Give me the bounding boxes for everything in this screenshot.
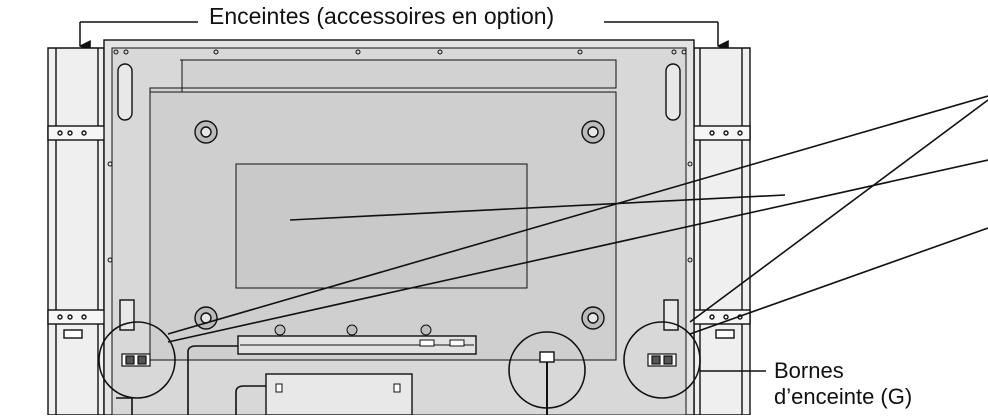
zoom-rays [167,95,988,343]
speaker-terminal-right [647,353,677,367]
speakers-optional-label: Enceintes (accessoires en option) [203,3,561,29]
speaker-terminal-left [121,353,151,367]
speaker-terminals-label-line2: d’enceinte (G) [774,384,913,409]
leader-lines [116,345,766,415]
speaker-terminals-label-line1: Bornes [774,358,844,383]
speaker-bracket-line [78,21,729,52]
callout-circles [98,321,701,409]
left-speaker [47,47,107,416]
monitor-body [103,39,695,416]
